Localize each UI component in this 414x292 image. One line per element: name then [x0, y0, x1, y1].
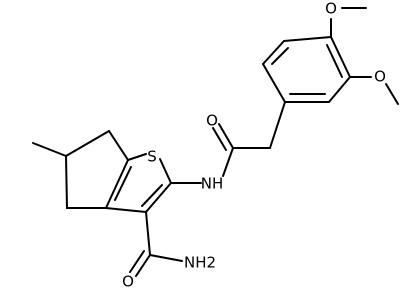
bond-s-c2 [159, 158, 172, 184]
bond-ring6-2 [108, 130, 129, 161]
bond-benz-1 [262, 63, 286, 103]
atom-oxygen-amide: O [206, 112, 218, 130]
bond-ring6-1 [65, 130, 110, 157]
bond-methyl [32, 142, 67, 157]
atom-oxygen-methoxy-right: O [374, 68, 386, 86]
atom-oxygen-methoxy-top: O [325, 0, 337, 18]
bond-benz-inner-1 [271, 47, 289, 65]
bond-carbonyl-O [218, 123, 234, 149]
bonds [32, 7, 399, 277]
bond-ch2-ring [269, 101, 286, 149]
bond-ring6-3 [105, 159, 129, 209]
bond-amideC-O [135, 254, 151, 277]
bond-c7a-s [127, 153, 147, 161]
atom-sulfur: S [147, 148, 157, 166]
bond-ring6-5 [65, 155, 68, 209]
bond-amideC-O-2 [129, 250, 145, 273]
bond-carbonyl-O-2 [212, 127, 227, 151]
bond-c3-c3a [105, 207, 147, 213]
bond-O-right-methyl [385, 83, 399, 105]
bond-c2-c3-inner [141, 184, 163, 207]
bond-benz-3 [283, 36, 332, 42]
bond-c3a-c7a-inner [114, 166, 132, 201]
atom-oxygen-carboxamide: O [122, 273, 134, 291]
bond-c2-c3 [145, 182, 172, 213]
bond-benz-5 [328, 76, 351, 103]
bond-c3-amideC [145, 211, 151, 256]
bond-amideC-NH2 [149, 254, 183, 262]
bond-nh-carbonyl [222, 147, 234, 177]
atom-labels: S NH O O NH2 O O [122, 0, 386, 291]
bond-benz-2 [262, 40, 285, 65]
bond-benz-inner-2 [326, 44, 343, 78]
atom-nh: NH [201, 175, 224, 193]
atom-nh2: NH2 [184, 254, 216, 272]
bond-benz-4 [330, 36, 351, 78]
